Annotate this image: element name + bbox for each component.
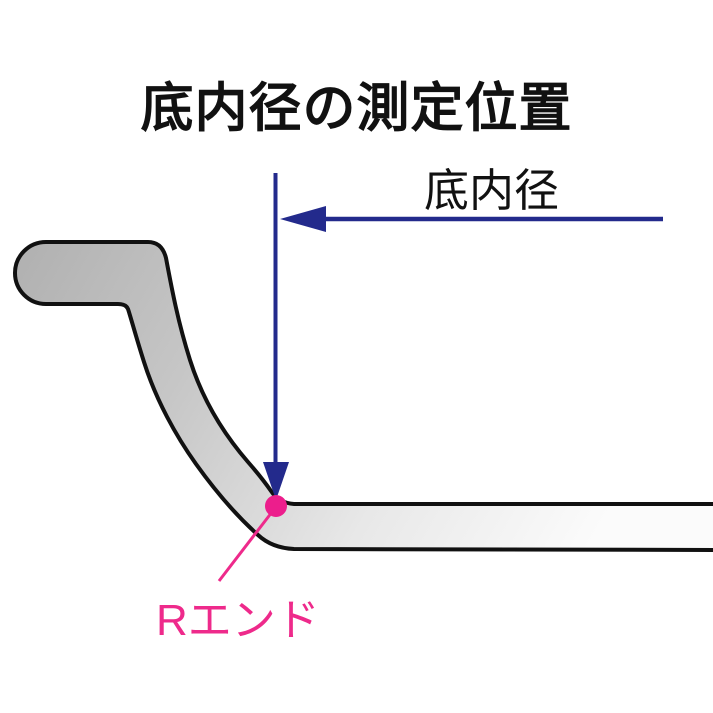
dimension-arrowhead-down	[263, 462, 289, 500]
r-end-label: Rエンド	[156, 596, 320, 645]
r-end-leader-line	[217, 511, 274, 582]
dimension-arrow-vertical	[263, 173, 289, 500]
pan-cross-section	[13, 240, 713, 552]
dimension-arrow-horizontal	[280, 206, 663, 232]
dimension-arrowhead-left	[280, 206, 326, 232]
dimension-label: 底内径	[424, 165, 560, 216]
diagram-title: 底内径の測定位置	[140, 79, 573, 138]
r-end-dot	[265, 495, 287, 517]
